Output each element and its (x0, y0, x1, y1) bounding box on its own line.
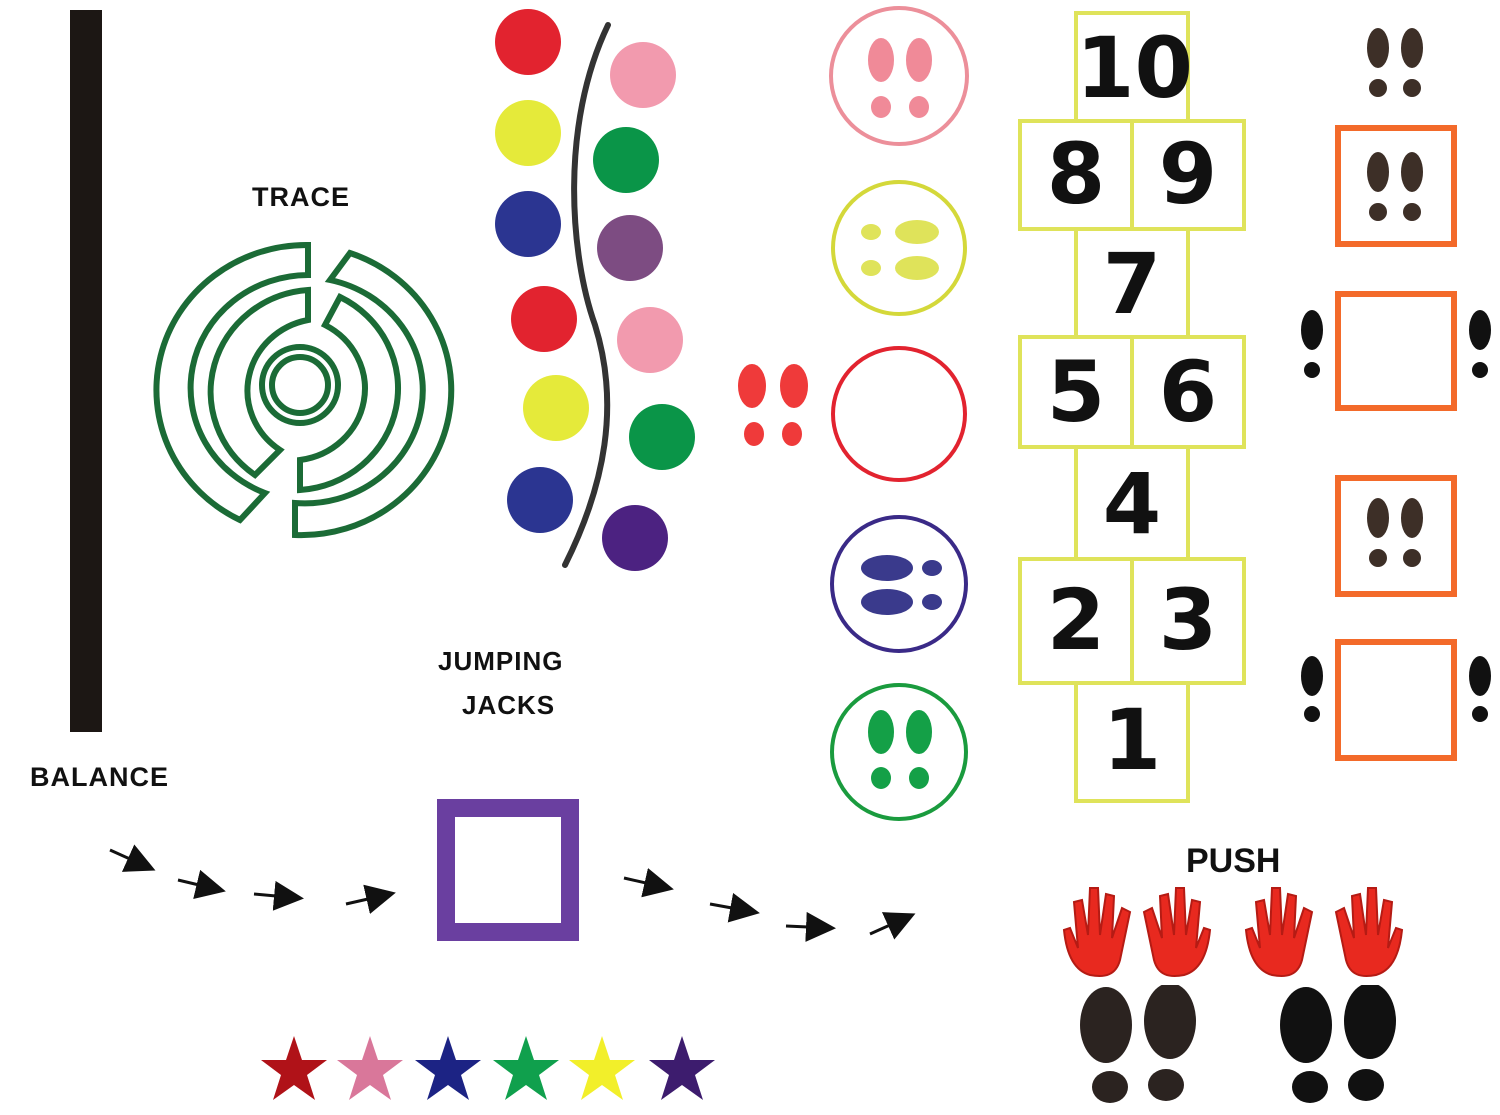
arrow-icon (253, 880, 304, 911)
hopscotch-number: 4 (1102, 455, 1162, 553)
balance-label: BALANCE (30, 762, 169, 792)
hopscotch-number: 5 (1046, 343, 1106, 441)
dot-purple-light (597, 215, 663, 281)
jumping-jacks-label-line1: JUMPING (438, 646, 564, 676)
star-icon (415, 1036, 481, 1100)
footprints-icon (738, 364, 808, 446)
trace-maze (153, 241, 455, 539)
hopscotch-number: 10 (1076, 19, 1193, 117)
footprints-icon (1080, 985, 1196, 1103)
arrow-icon (709, 892, 760, 923)
dot-red (511, 286, 577, 352)
dot-purple (602, 505, 668, 571)
dot-blue (507, 467, 573, 533)
hand-icon (1062, 887, 1132, 978)
hand-icon (1334, 887, 1404, 978)
hopscotch-number: 1 (1102, 691, 1162, 789)
star-icon (649, 1036, 715, 1100)
dot-yellow (523, 375, 589, 441)
dot-red (495, 9, 561, 75)
hopscotch-number: 6 (1158, 343, 1218, 441)
arrow-icon (785, 911, 836, 942)
arrow-icon (623, 868, 674, 898)
trace-label: TRACE (252, 182, 350, 212)
arrow-icon (345, 884, 396, 914)
orange-squares-column (1301, 28, 1491, 761)
star-icon (261, 1036, 327, 1100)
dot-yellow (495, 100, 561, 166)
hopscotch-number: 9 (1158, 125, 1218, 223)
arrow-path (109, 799, 916, 942)
dot-path (495, 9, 695, 571)
hopscotch-number: 8 (1046, 125, 1106, 223)
hand-icon (1244, 887, 1314, 978)
star-icon (337, 1036, 403, 1100)
hopscotch-number: 3 (1158, 571, 1218, 669)
push-hands (1062, 887, 1404, 978)
push-footprints (1080, 985, 1396, 1103)
push-label: PUSH (1186, 842, 1281, 880)
hand-icon (1142, 887, 1212, 978)
footprints-icon (1280, 985, 1396, 1103)
dot-green (593, 127, 659, 193)
footprint-circles (829, 6, 969, 821)
balance-bar (70, 10, 102, 732)
hopscotch-grid (1018, 11, 1246, 803)
hopscotch-number: 7 (1102, 235, 1162, 333)
star-icon (493, 1036, 559, 1100)
dot-pink (617, 307, 683, 373)
jumping-jacks-label-line2: JACKS (462, 690, 556, 720)
dot-blue (495, 191, 561, 257)
star-row (261, 1036, 715, 1100)
dot-pink (610, 42, 676, 108)
dot-green (629, 404, 695, 470)
arrow-icon (177, 869, 226, 900)
arrow-icon (109, 844, 156, 872)
hopscotch-number: 2 (1046, 571, 1106, 669)
star-icon (569, 1036, 635, 1100)
purple-square (437, 799, 579, 941)
arrow-icon (869, 912, 916, 940)
